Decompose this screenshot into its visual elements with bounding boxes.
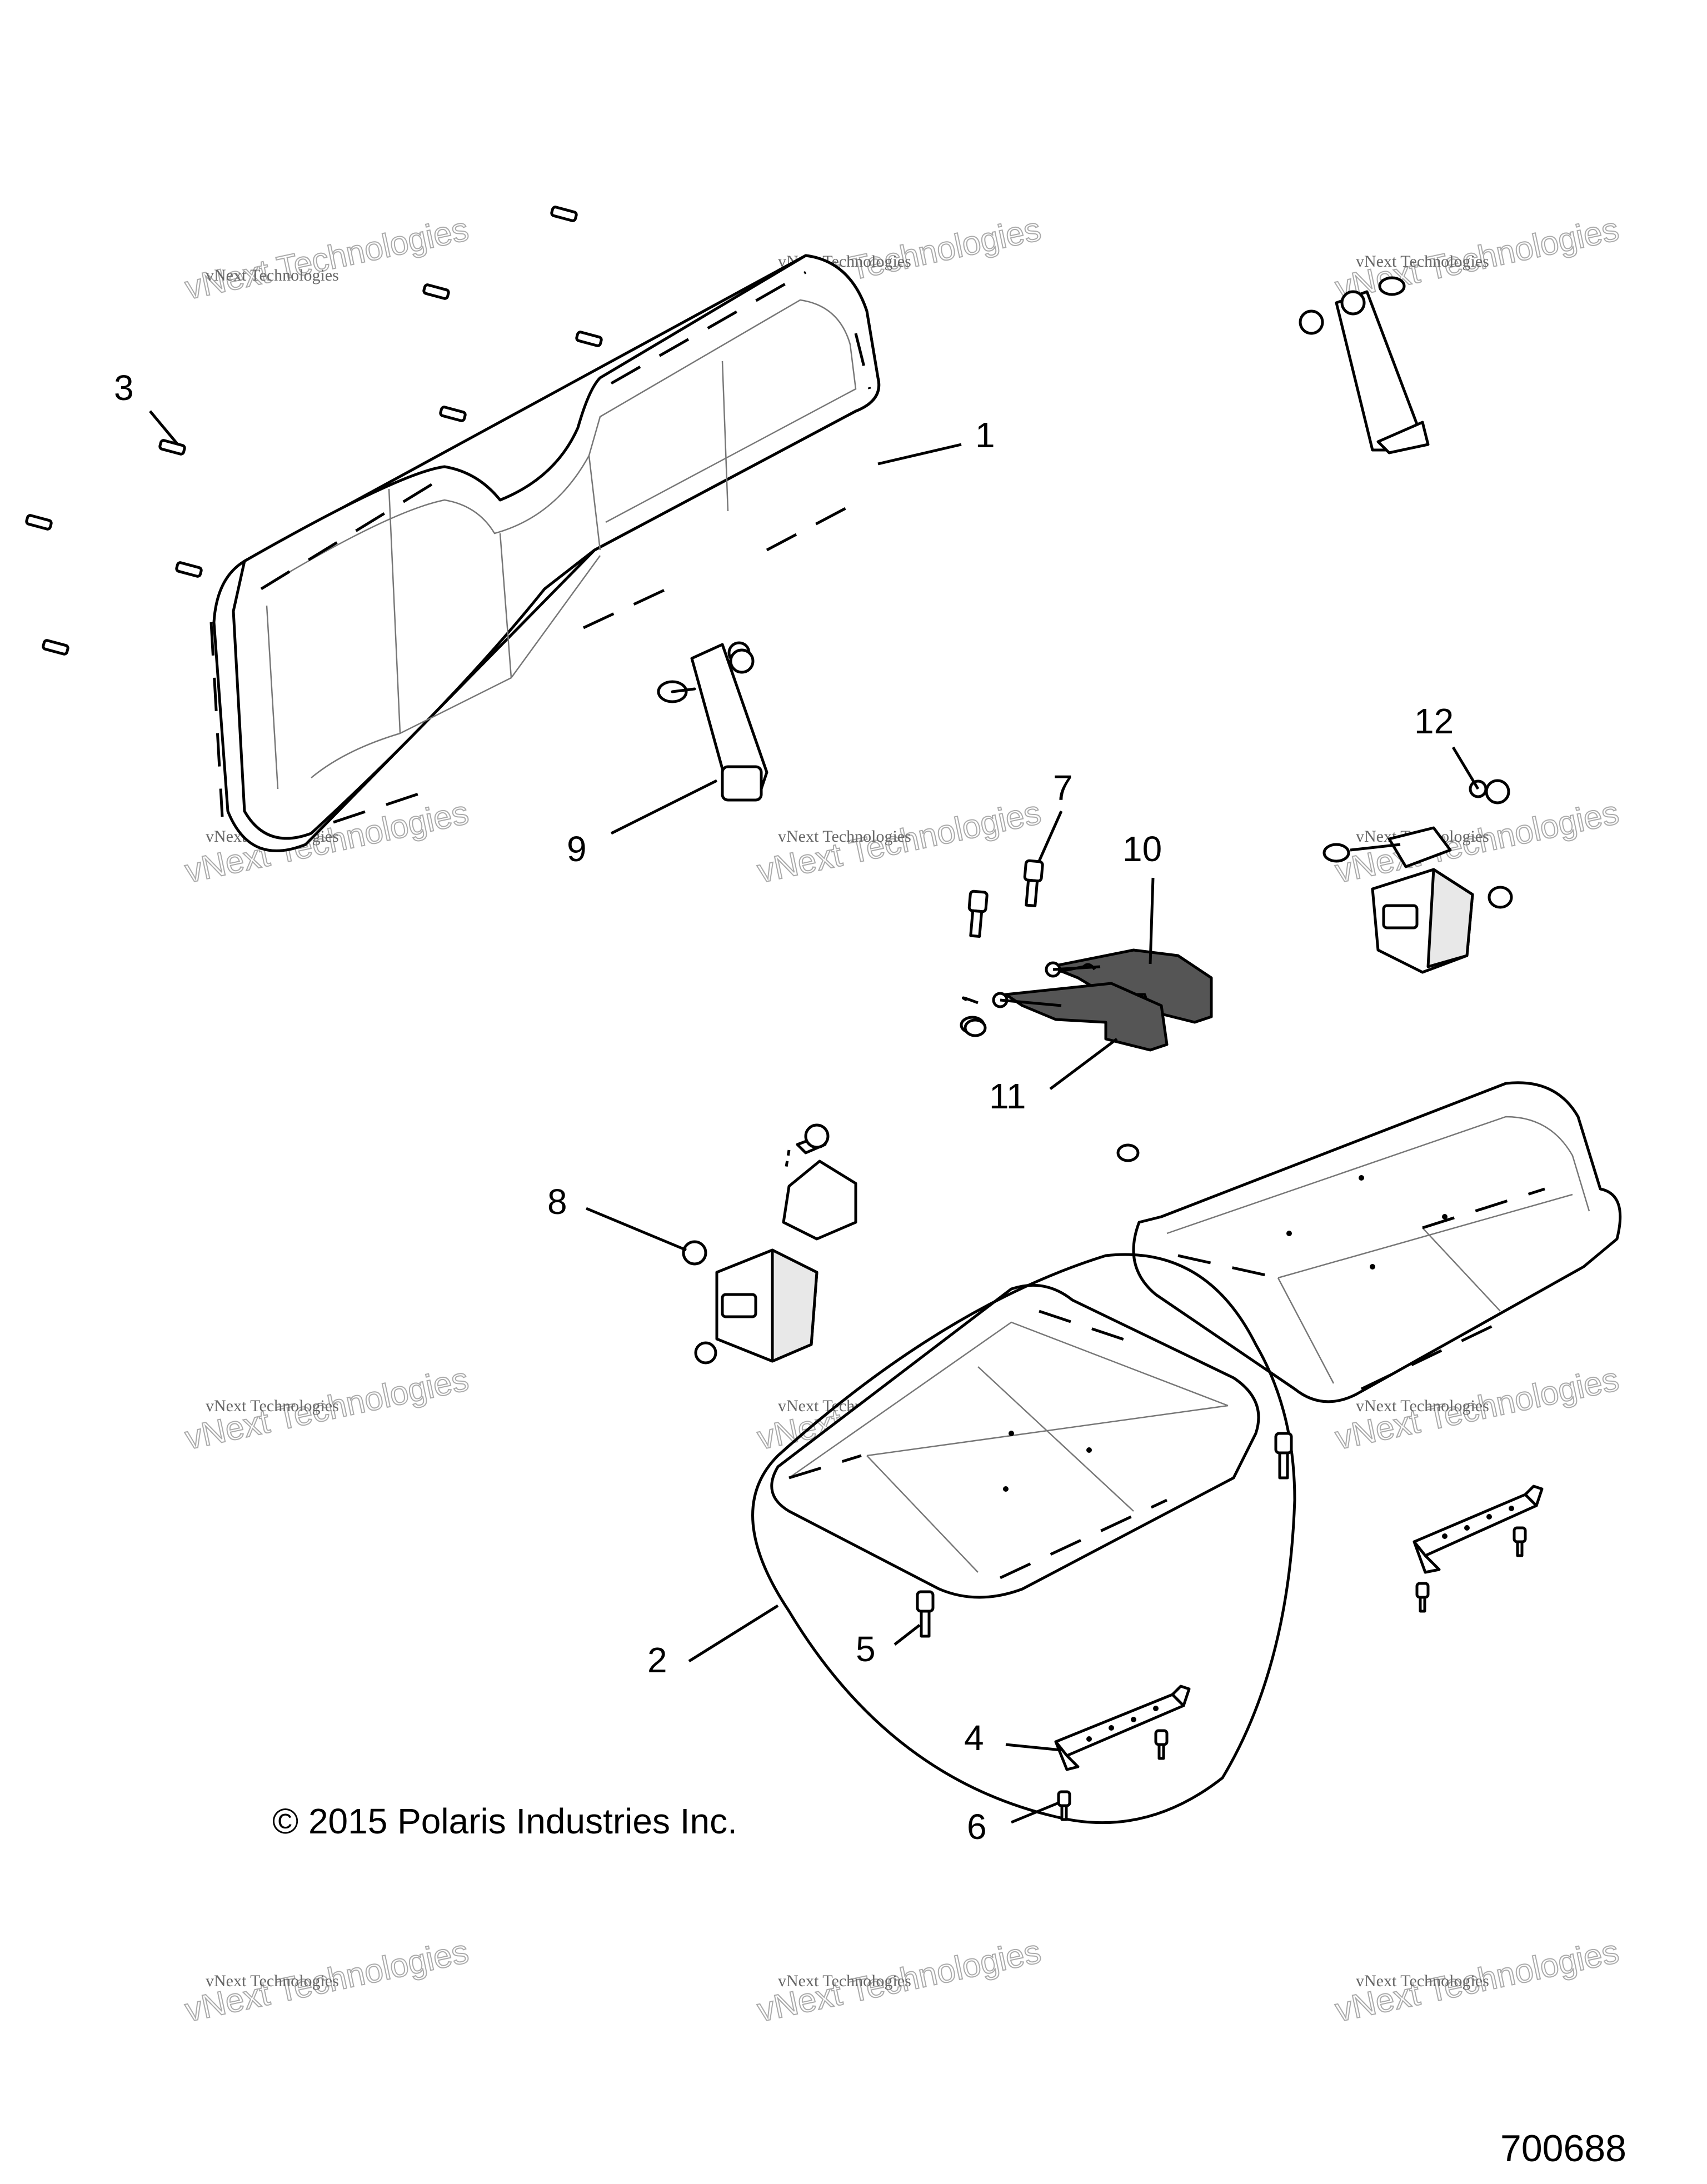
screw-icon — [550, 206, 578, 222]
watermark-small-text: vNext Technologies — [1356, 252, 1489, 271]
watermark-small-text: vNext Technologies — [1356, 1972, 1489, 1990]
callout-9: 9 — [567, 829, 587, 869]
seatbelt-buckle-11 — [960, 982, 1169, 1162]
group-outline — [751, 1253, 1296, 1825]
small-screw-icon — [1513, 1526, 1527, 1557]
screw-icon — [25, 514, 53, 531]
pin-group — [916, 1432, 1293, 1638]
mount-bracket — [1054, 1685, 1191, 1771]
callout-labels: 1 2 3 4 5 6 7 8 9 10 11 12 — [114, 368, 1454, 1847]
small-screw-group — [1057, 1526, 1527, 1821]
mount-bracket — [1412, 1485, 1544, 1574]
callout-10: 10 — [1122, 829, 1162, 869]
drawing-number: 700688 — [1500, 2127, 1626, 2170]
bolt-icon — [1023, 859, 1044, 907]
watermark-small-text: vNext Technologies — [778, 1972, 911, 1990]
bolt-icon — [967, 889, 989, 938]
small-screw-icon — [1415, 1582, 1430, 1613]
screw-icon — [158, 439, 186, 456]
callout-8: 8 — [547, 1182, 567, 1222]
screw-icon — [175, 561, 203, 578]
watermark-small-text: vNext Technologies — [206, 1972, 339, 1990]
watermark-small-text: vNext Technologies — [1356, 1397, 1489, 1415]
screw-icon — [422, 283, 450, 300]
callout-1: 1 — [975, 415, 995, 455]
backrest-part — [209, 254, 881, 852]
screw-icon — [42, 639, 69, 656]
copyright-text: © 2015 Polaris Industries Inc. — [272, 1801, 737, 1841]
screw-group — [25, 206, 603, 656]
small-screw-icon — [1057, 1790, 1071, 1821]
callout-2: 2 — [647, 1640, 667, 1680]
seatbelt-bracket-right — [1299, 276, 1430, 454]
pin-icon — [1274, 1432, 1293, 1480]
seat-cushion-left — [770, 1283, 1260, 1599]
callout-12: 12 — [1414, 701, 1454, 741]
callout-3: 3 — [114, 368, 134, 408]
pin-icon — [916, 1590, 935, 1638]
small-screw-icon — [1154, 1729, 1169, 1760]
watermark-small-text: vNext Technologies — [206, 1397, 339, 1415]
mount-bracket-group — [1054, 1485, 1544, 1771]
callout-4: 4 — [964, 1718, 984, 1758]
seat-cushion-right — [1132, 1081, 1622, 1403]
callout-5: 5 — [856, 1629, 876, 1669]
seatbelt-bracket-left — [657, 641, 768, 802]
watermark-small-text: vNext Technologies — [778, 827, 911, 846]
watermark-small-text: vNext Technologies — [206, 266, 339, 284]
seat-latch-right — [1322, 779, 1513, 974]
callout-11: 11 — [989, 1076, 1026, 1116]
screw-icon — [575, 331, 603, 347]
callout-7: 7 — [1053, 768, 1073, 808]
seat-latch-left — [682, 1123, 857, 1365]
leader-lines — [149, 410, 1480, 1824]
screw-icon — [439, 406, 467, 422]
callout-6: 6 — [967, 1807, 987, 1847]
bolt-group — [967, 859, 1044, 938]
